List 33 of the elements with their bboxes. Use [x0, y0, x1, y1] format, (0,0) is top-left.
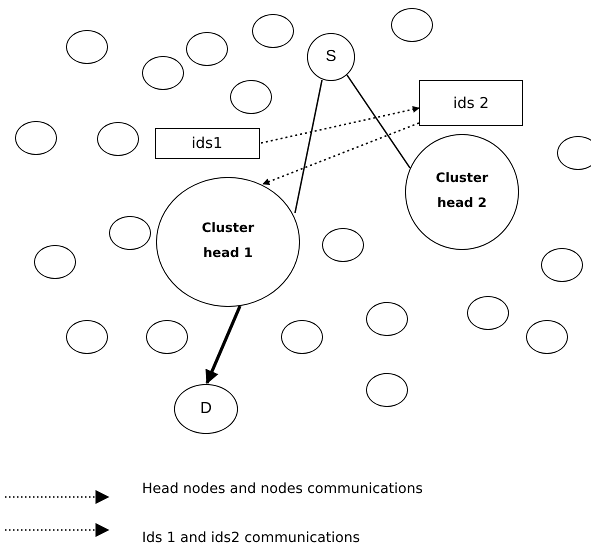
legend-text: Head nodes and nodes communications [142, 481, 423, 497]
cluster-head-circle: Cluster head 2 [405, 134, 519, 250]
dotted-arrow [260, 106, 420, 144]
sensor-node-circle [467, 296, 509, 330]
node-circle: D [174, 384, 238, 434]
sensor-node-circle [557, 136, 591, 170]
sensor-node-circle [230, 80, 272, 114]
dotted-arrow [262, 122, 420, 185]
connector-line [294, 80, 323, 214]
node-circle: S [307, 33, 355, 81]
node-box: ids1 [154, 128, 260, 158]
sensor-node-circle [15, 121, 57, 155]
sensor-node-circle [97, 122, 139, 156]
sensor-node-circle [186, 32, 228, 66]
sensor-node-circle [366, 373, 408, 407]
sensor-node-circle [252, 14, 294, 48]
arrow [206, 305, 242, 384]
sensor-node-circle [391, 8, 433, 42]
sensor-node-circle [146, 320, 188, 354]
sensor-node-circle [66, 320, 108, 354]
cluster-head-circle: Cluster head 1 [156, 177, 300, 307]
sensor-node-circle [109, 216, 151, 250]
sensor-node-circle [526, 320, 568, 354]
node-box: ids 2 [419, 80, 523, 126]
sensor-node-circle [322, 228, 364, 262]
sensor-node-circle [541, 248, 583, 282]
sensor-node-circle [66, 30, 108, 64]
sensor-node-circle [142, 56, 184, 90]
legend-text: Ids 1 and ids2 communications [142, 530, 360, 546]
sensor-node-circle [34, 245, 76, 279]
sensor-node-circle [366, 302, 408, 336]
sensor-node-circle [281, 320, 323, 354]
connector-line [346, 74, 411, 168]
